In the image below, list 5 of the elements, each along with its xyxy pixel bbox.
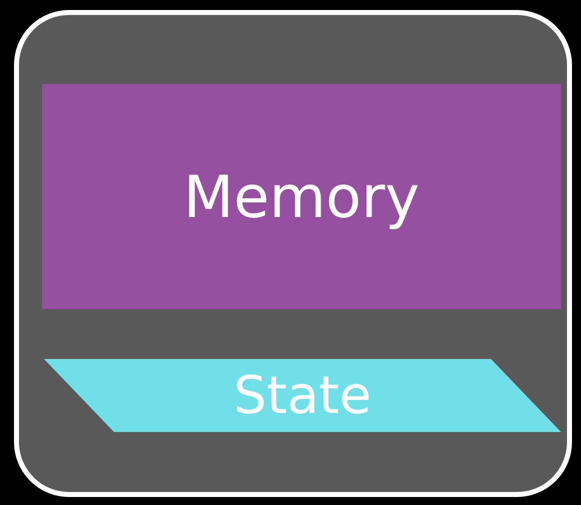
rectangle-block [42, 84, 561, 309]
block-label: Memory [184, 162, 420, 230]
container-box [14, 10, 572, 497]
parallelogram-block [44, 359, 561, 432]
block-label: State [234, 366, 372, 426]
